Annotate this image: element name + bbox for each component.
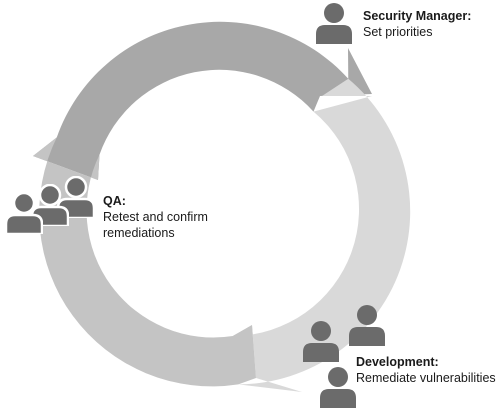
role-name: Security Manager: bbox=[363, 9, 472, 23]
role-task: Remediate vulnerabilities bbox=[356, 371, 496, 385]
role-task-line-2: remediations bbox=[103, 226, 175, 240]
person-icon bbox=[316, 3, 352, 44]
qa-label: QA: Retest and confirm remediations bbox=[103, 193, 208, 241]
role-task-line-1: Retest and confirm bbox=[103, 210, 208, 224]
role-name: Development: bbox=[356, 355, 439, 369]
development-label: Development: Remediate vulnerabilities bbox=[356, 354, 496, 386]
arrow-top-arc bbox=[33, 21, 372, 181]
security-manager-group bbox=[316, 3, 352, 44]
arrow-left-arc bbox=[33, 137, 256, 387]
person-icon bbox=[320, 367, 356, 408]
role-name: QA: bbox=[103, 194, 126, 208]
role-task: Set priorities bbox=[363, 25, 433, 39]
security-manager-label: Security Manager: Set priorities bbox=[363, 8, 471, 40]
